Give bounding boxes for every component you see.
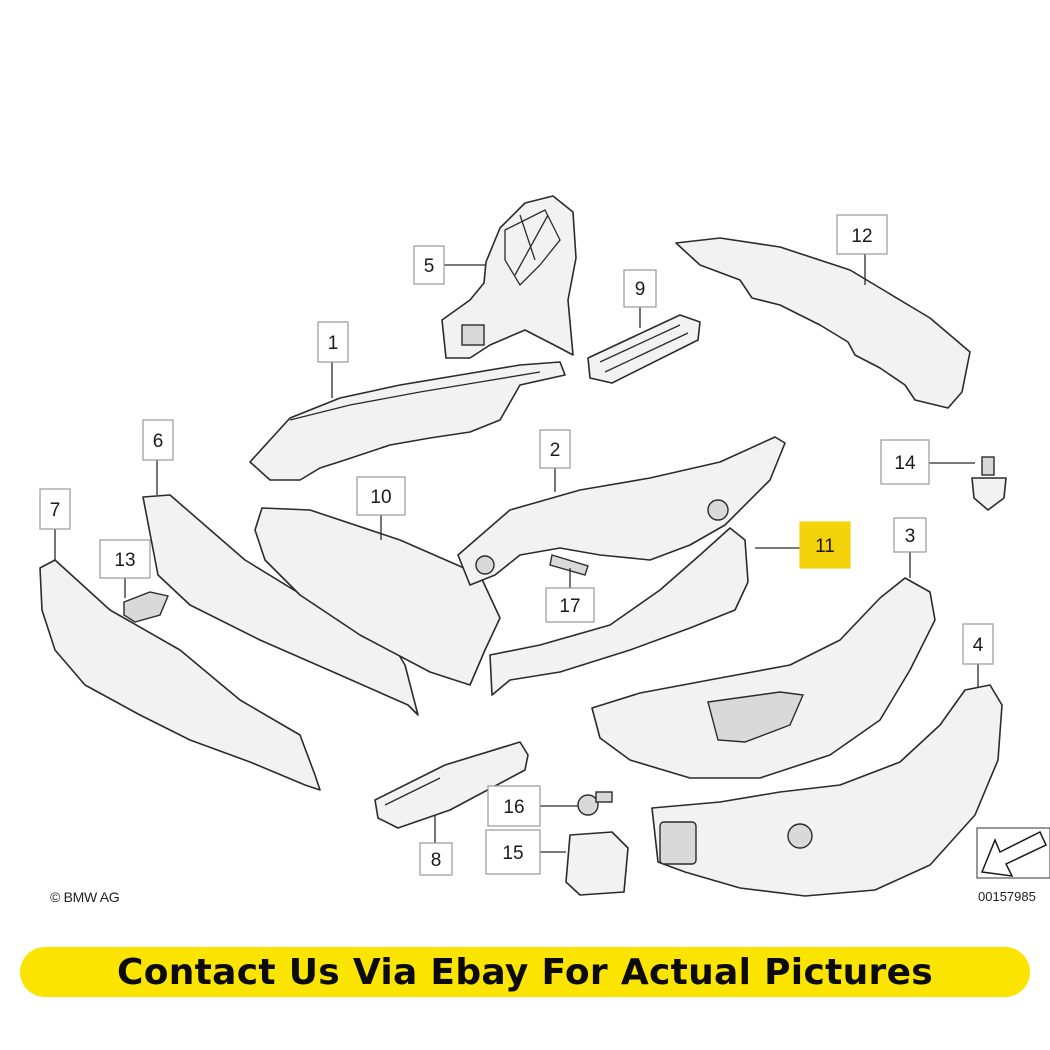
label-8: 8 <box>419 842 453 876</box>
part-6-shape <box>142 494 419 716</box>
part-11-shape <box>489 527 749 696</box>
part-7-shape <box>39 559 321 791</box>
part-2-shape <box>457 436 786 586</box>
label-13: 13 <box>99 539 151 579</box>
label-10: 10 <box>356 476 406 516</box>
label-15: 15 <box>485 829 541 875</box>
part-12-shape <box>675 237 971 409</box>
label-4: 4 <box>962 623 994 665</box>
label-2-text: 2 <box>550 440 561 461</box>
label-3-text: 3 <box>905 526 916 547</box>
label-4-text: 4 <box>973 635 984 656</box>
part-9-shape <box>587 314 701 384</box>
label-16-text: 16 <box>503 797 524 818</box>
label-6-text: 6 <box>153 431 164 452</box>
label-17-text: 17 <box>559 596 580 617</box>
part-15-shape <box>565 831 629 896</box>
label-8-text: 8 <box>431 850 442 871</box>
part-16-shape <box>577 791 613 816</box>
contact-banner: Contact Us Via Ebay For Actual Pictures <box>20 947 1030 997</box>
label-14-text: 14 <box>894 453 916 474</box>
label-7: 7 <box>39 488 71 530</box>
copyright-text: © BMW AG <box>50 889 120 905</box>
label-11: 11 <box>799 521 851 569</box>
label-9-text: 9 <box>635 279 646 300</box>
part-13-shape <box>123 591 169 623</box>
label-15-text: 15 <box>502 843 523 864</box>
label-1: 1 <box>317 321 349 363</box>
label-10-text: 10 <box>370 487 391 508</box>
part-14-shape <box>971 456 1007 511</box>
contact-banner-text: Contact Us Via Ebay For Actual Pictures <box>116 951 934 993</box>
label-12-text: 12 <box>851 226 872 247</box>
label-13-text: 13 <box>114 550 135 571</box>
part-10-shape <box>254 507 501 686</box>
label-3: 3 <box>893 517 927 553</box>
label-5: 5 <box>413 245 445 285</box>
arrow-icon <box>976 827 1050 879</box>
leader-lines <box>54 254 979 853</box>
part-5-shape <box>441 195 577 359</box>
label-11-text: 11 <box>815 536 835 557</box>
label-9: 9 <box>623 269 657 308</box>
label-16: 16 <box>487 785 541 827</box>
label-12: 12 <box>836 214 888 255</box>
label-6: 6 <box>142 419 174 461</box>
part-3-shape <box>591 577 936 779</box>
diagram-reference-number: 00157985 <box>978 889 1036 904</box>
label-5-text: 5 <box>424 256 435 277</box>
label-7-text: 7 <box>50 500 61 521</box>
part-1-shape <box>249 361 566 481</box>
label-2: 2 <box>539 429 571 469</box>
part-17-shape <box>549 554 589 576</box>
label-14: 14 <box>880 439 930 485</box>
part-4-shape <box>651 684 1003 897</box>
part-8-shape <box>374 741 529 829</box>
label-1-text: 1 <box>328 333 339 354</box>
label-17: 17 <box>545 587 595 623</box>
